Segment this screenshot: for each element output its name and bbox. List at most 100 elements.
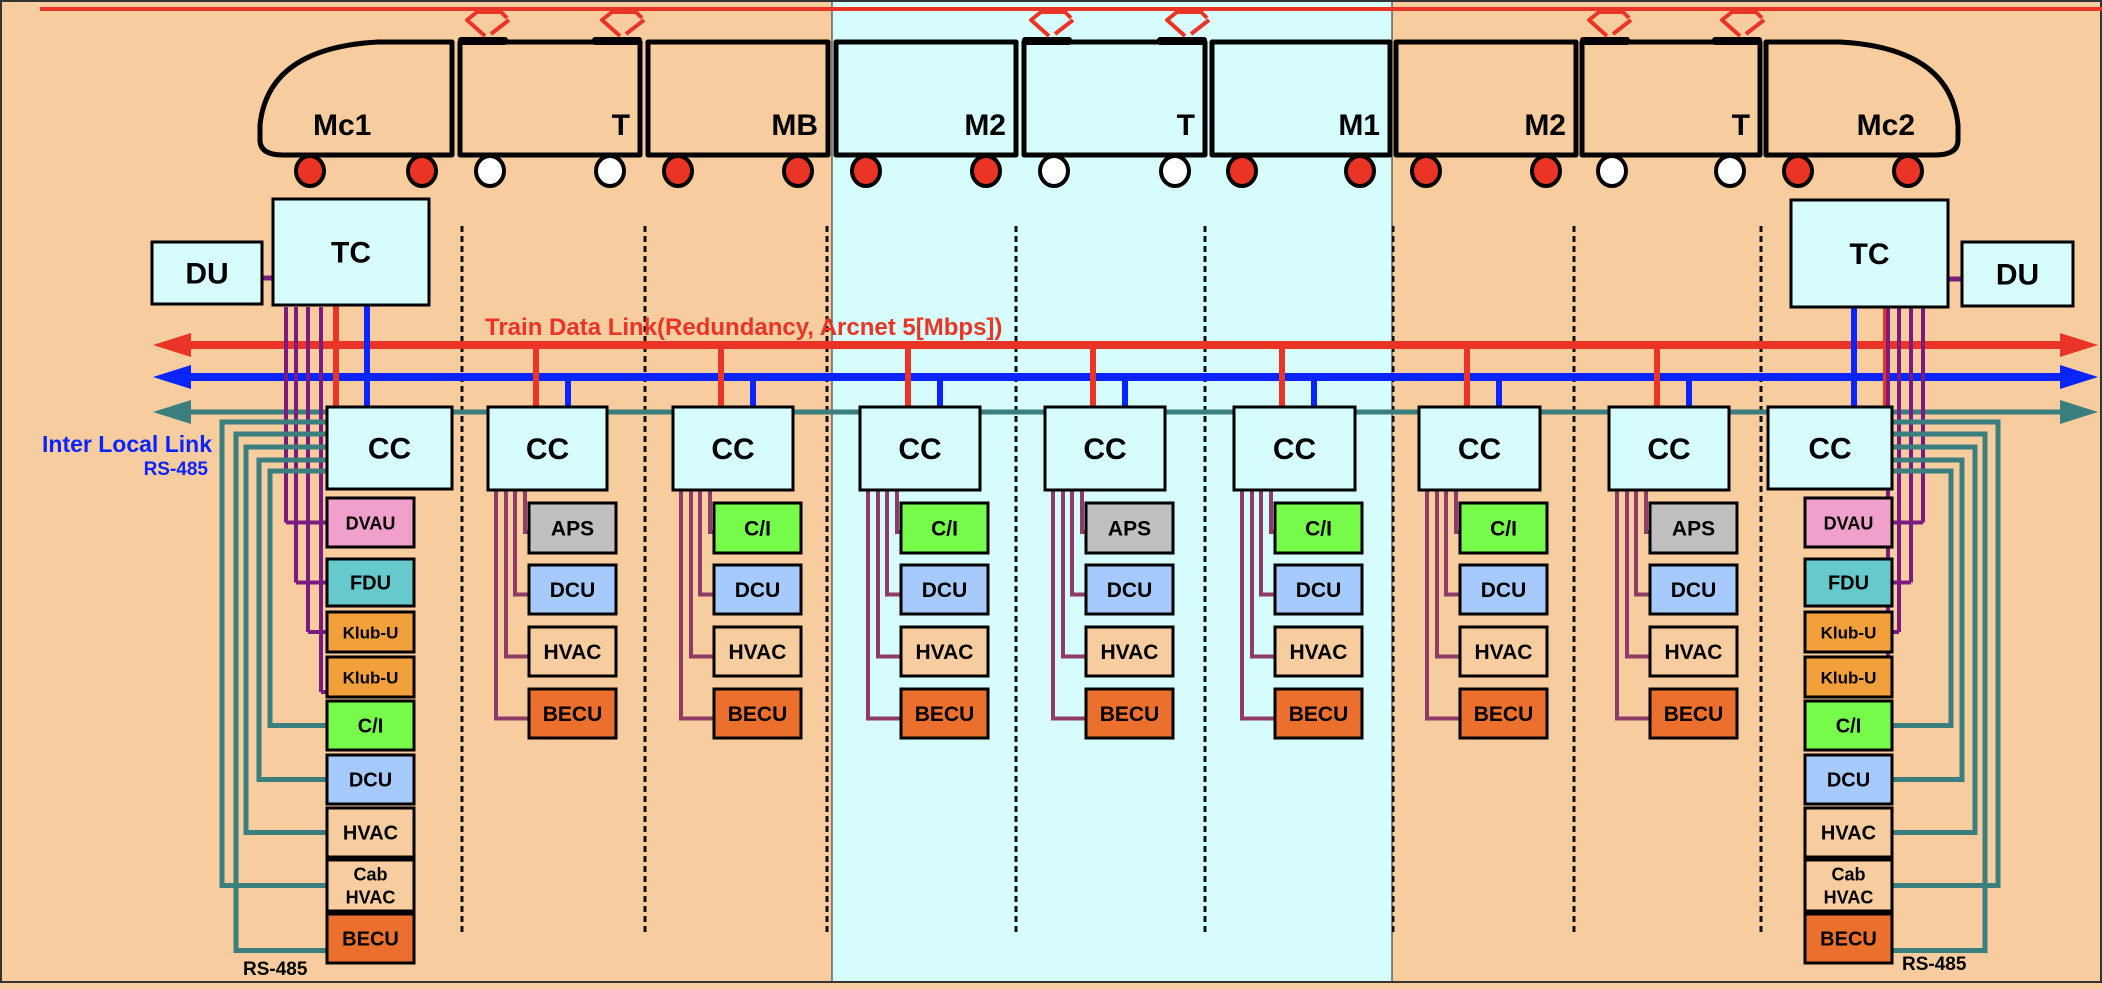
equipment-hvac-label: HVAC (1101, 641, 1159, 664)
equipment-klub-u: Klub-U (325, 610, 416, 654)
equipment-klub-u-frame (325, 655, 416, 699)
equipment-hvac: HVAC (1458, 625, 1549, 678)
equipment-aps-label: APS (551, 518, 594, 541)
trailer-wheel-icon (474, 154, 506, 188)
cc-local-wire (885, 490, 901, 597)
equipment-fdu-label: FDU (1828, 573, 1869, 595)
pantograph-icon (600, 10, 646, 38)
equipment-fdu-frame (1803, 557, 1894, 608)
equipment-hvac-frame (325, 806, 416, 859)
cc-local-wire (689, 490, 714, 659)
train-data-link-line-arrow-right-icon (2060, 333, 2098, 357)
equipment-klub-u: Klub-U (1803, 655, 1894, 699)
cc-local-wire (1051, 490, 1086, 721)
car-label: Mc2 (1857, 109, 1915, 142)
cc-box-frame (486, 405, 609, 492)
trailer-wheel-icon (1159, 154, 1191, 188)
car-body (645, 39, 831, 158)
cc-box: CC (1417, 405, 1542, 492)
equipment-becu-label: BECU (1664, 703, 1724, 726)
cc-box: CC (1232, 405, 1357, 492)
cc-local-wire (1435, 490, 1460, 659)
tc-box-right-frame (1789, 198, 1950, 309)
pantograph-base (1022, 37, 1072, 45)
pantograph-icon (465, 10, 511, 38)
equipment-dvau-label: DVAU (346, 514, 396, 534)
equipment-klub-u-frame (1803, 610, 1894, 654)
equipment-c-i: C/I (325, 699, 416, 752)
train-car-t: T (457, 10, 646, 188)
equipment-aps-label: APS (1108, 518, 1151, 541)
pantograph-icon (1587, 10, 1633, 38)
equipment-dvau-frame (325, 496, 416, 549)
equipment-becu-frame (1648, 687, 1739, 740)
inter-local-link-label: Inter Local Link (42, 431, 212, 457)
car-body (1579, 39, 1763, 158)
train-car-mc1: Mc1 (257, 39, 455, 188)
cc-local-wire (1240, 490, 1275, 721)
equipment-dcu: DCU (899, 563, 990, 616)
equipment-dcu-label: DCU (1296, 579, 1342, 602)
equipment-becu-frame (1084, 687, 1175, 740)
equipment-dcu: DCU (1458, 563, 1549, 616)
du-box-right: DU (1960, 240, 2075, 308)
equipment-becu-frame (1803, 912, 1894, 965)
tc-box-right-label: TC (1850, 238, 1890, 271)
equipment-becu: BECU (1458, 687, 1549, 740)
cc-local-wire (866, 490, 901, 721)
equipment-dcu: DCU (1273, 563, 1364, 616)
cc-box: CC (671, 405, 795, 492)
cc-local-wire (1425, 490, 1460, 721)
equipment-dcu-label: DCU (1827, 770, 1870, 792)
motor-wheel-icon (1344, 154, 1376, 188)
cc-box-label: CC (1647, 433, 1690, 466)
train-data-link-label: Train Data Link(Redundancy, Arcnet 5[Mbp… (485, 314, 1002, 341)
pantograph-base (1580, 37, 1630, 45)
car-body (1021, 39, 1208, 158)
cc-box-frame (325, 405, 454, 491)
cc-box-label: CC (1083, 433, 1126, 466)
equipment-dcu-frame (1458, 563, 1549, 616)
equipment-aps: APS (527, 501, 618, 555)
equipment-hvac-label: HVAC (1821, 823, 1876, 845)
equipment-klub-u: Klub-U (1803, 610, 1894, 654)
rs485-wire (1892, 444, 1978, 835)
motor-wheel-icon (970, 154, 1002, 188)
equipment-dvau-frame (1803, 496, 1894, 549)
equipment-klub-u-label: Klub-U (343, 624, 399, 643)
train-car-m1: M1 (1209, 39, 1393, 188)
cc-box-frame (1607, 405, 1731, 492)
car-label: T (1732, 109, 1750, 142)
equipment-c-i-label: C/I (1836, 716, 1862, 738)
cc-local-wire (1259, 490, 1275, 597)
equipment-aps: APS (1084, 501, 1175, 555)
pantograph-base (592, 37, 642, 45)
car-label: T (1177, 109, 1195, 142)
cc-local-wire (1070, 490, 1086, 597)
equipment-c-i-label: C/I (931, 518, 958, 541)
cc-local-wire (1061, 490, 1086, 659)
equipment-dcu-label: DCU (1107, 579, 1153, 602)
rs485-label-right: RS-485 (1902, 954, 1967, 975)
equipment-dcu-frame (527, 563, 618, 616)
trailer-wheel-icon (1596, 154, 1628, 188)
equipment-dvau: DVAU (325, 496, 416, 549)
inter-local-link-line-arrow-left-icon (153, 400, 191, 424)
car-body (1763, 39, 1961, 158)
cc-local-wire (1615, 490, 1650, 721)
motor-wheel-icon (406, 154, 438, 188)
equipment-c-i-frame (325, 699, 416, 752)
train-car-m2: M2 (833, 39, 1019, 188)
equipment-hvac: HVAC (1273, 625, 1364, 678)
du-box-right-frame (1960, 240, 2075, 308)
train-car-t: T (1579, 10, 1766, 188)
equipment-c-i: C/I (1803, 699, 1894, 752)
cc-local-wire (1634, 490, 1650, 597)
equipment-dcu: DCU (527, 563, 618, 616)
equipment-dcu: DCU (1648, 563, 1739, 616)
equipment-cab-hvac-frame (325, 858, 416, 913)
